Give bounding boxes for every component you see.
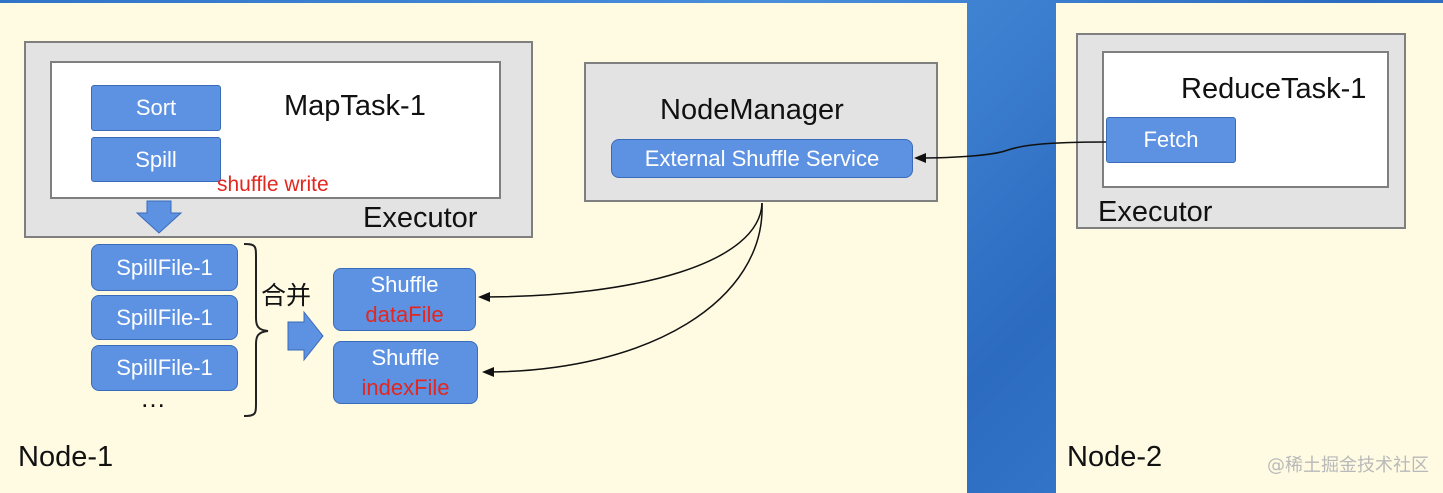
maptask-title: MapTask-1 <box>284 90 426 122</box>
curve-arrow-indexfile <box>482 202 763 377</box>
spill-file: SpillFile-1 <box>91 295 238 340</box>
shuffle-datafile-box: Shuffle dataFile <box>333 268 476 331</box>
spill-file: SpillFile-1 <box>91 345 238 391</box>
shuffle-indexfile-box: Shuffle indexFile <box>333 341 478 404</box>
external-shuffle-service-box: External Shuffle Service <box>611 139 913 178</box>
spill-box: Spill <box>91 137 221 182</box>
spill-file: SpillFile-1 <box>91 244 238 291</box>
shuffle-indexfile-line2: indexFile <box>361 374 450 400</box>
shuffle-datafile-line1: Shuffle <box>370 271 439 297</box>
node-2-label: Node-2 <box>1067 441 1163 473</box>
curve-arrow-datafile <box>478 202 763 302</box>
brace-icon <box>243 243 269 417</box>
watermark: @稀土掘金技术社区 <box>1267 455 1429 476</box>
shuffle-indexfile-line1: Shuffle <box>371 344 440 370</box>
merge-label: 合并 <box>261 281 312 310</box>
sort-box: Sort <box>91 85 221 131</box>
fetch-arrow <box>914 141 1107 163</box>
nodemanager-box <box>584 62 938 202</box>
fetch-box: Fetch <box>1106 117 1236 163</box>
down-arrow-icon <box>135 200 183 234</box>
spill-files-ellipsis: … <box>140 383 166 413</box>
shuffle-write-label: shuffle write <box>217 173 329 196</box>
reducetask-title: ReduceTask-1 <box>1181 73 1367 105</box>
map-executor-label: Executor <box>363 202 478 234</box>
nodemanager-title: NodeManager <box>660 94 844 126</box>
merge-arrow-icon <box>287 310 324 362</box>
node-1-label: Node-1 <box>18 441 114 473</box>
shuffle-datafile-line2: dataFile <box>365 301 444 327</box>
reduce-executor-label: Executor <box>1098 196 1213 228</box>
